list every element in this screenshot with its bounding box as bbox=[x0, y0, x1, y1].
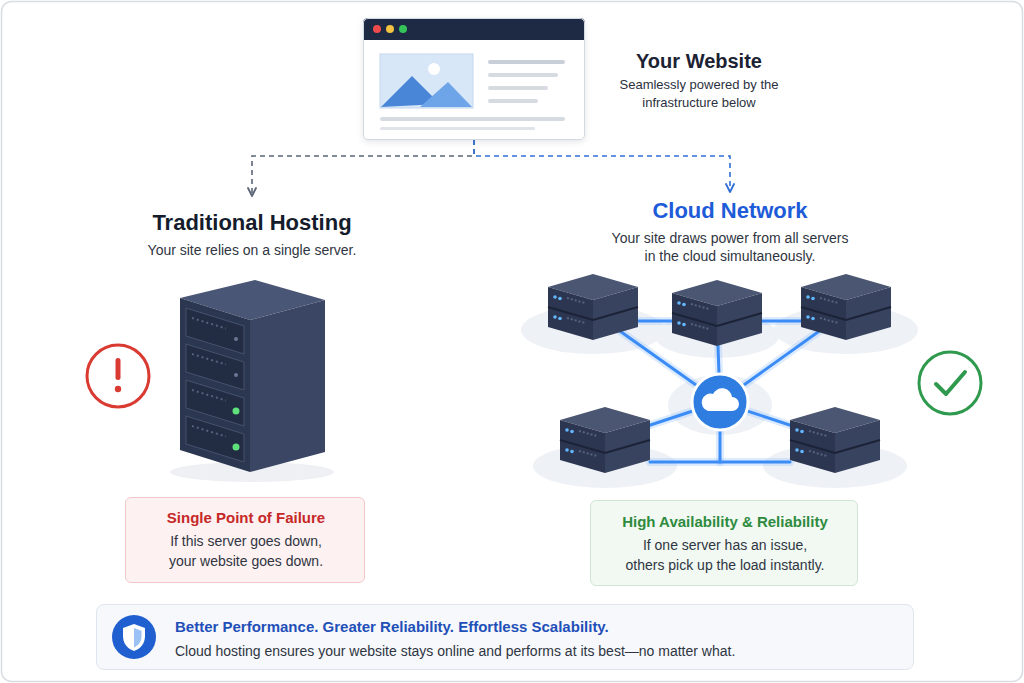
text-line bbox=[380, 127, 535, 130]
link-glow bbox=[605, 402, 720, 440]
cloud-icon bbox=[702, 388, 739, 411]
image-mountain bbox=[381, 76, 440, 107]
link-glow bbox=[593, 312, 846, 462]
network-link bbox=[720, 402, 835, 440]
banner-heading: Better Performance. Greater Reliability.… bbox=[175, 617, 895, 637]
cloud-server bbox=[548, 274, 638, 340]
link-glow bbox=[716, 430, 724, 462]
link-glow bbox=[593, 312, 720, 402]
browser-window: Your WebsiteSeamlessly powered by the in… bbox=[363, 18, 585, 140]
window-dot bbox=[386, 25, 394, 33]
cloud-puff bbox=[763, 444, 907, 488]
status-led bbox=[233, 444, 240, 451]
summary-banner: Better Performance. Greater Reliability.… bbox=[96, 604, 914, 670]
bay-vent bbox=[192, 426, 226, 437]
bay-vent bbox=[192, 318, 226, 329]
box-body: If one server has an issue, others pick … bbox=[623, 535, 827, 575]
cloud-puff bbox=[668, 375, 772, 435]
network-link bbox=[650, 461, 790, 464]
cloud-hub bbox=[692, 374, 748, 430]
shield-badge bbox=[112, 615, 156, 659]
box-body: If this server goes down, your website g… bbox=[161, 531, 331, 571]
warning-mark bbox=[115, 386, 121, 392]
panel-heading: Cloud Network bbox=[540, 198, 920, 224]
cloud-server bbox=[672, 280, 762, 346]
check-icon bbox=[919, 352, 981, 414]
drive-bay bbox=[186, 416, 244, 462]
link-glow bbox=[638, 317, 672, 325]
link-glow bbox=[717, 318, 720, 402]
link-glow bbox=[720, 402, 835, 440]
text-line bbox=[488, 60, 565, 64]
network-link bbox=[719, 430, 722, 462]
shield-shade bbox=[134, 628, 142, 648]
image-mountain bbox=[420, 82, 472, 107]
text-line bbox=[380, 117, 565, 121]
network-links bbox=[593, 312, 846, 462]
cloud-server bbox=[560, 407, 650, 473]
tower-front bbox=[180, 298, 250, 472]
text-line bbox=[488, 99, 538, 103]
cloud-server bbox=[790, 407, 880, 473]
bay-led bbox=[234, 337, 238, 341]
cloud-puff bbox=[655, 314, 779, 358]
image-sun bbox=[428, 63, 440, 75]
network-link bbox=[717, 318, 720, 402]
drive-bay bbox=[186, 308, 244, 354]
window-titlebar bbox=[363, 18, 585, 40]
window-body bbox=[363, 18, 585, 140]
shield-icon bbox=[123, 624, 145, 651]
panel-heading: Traditional Hosting bbox=[122, 210, 382, 236]
tower-top bbox=[180, 280, 325, 320]
panel-caption: Your site relies on a single server. bbox=[122, 241, 382, 259]
cloud-puff bbox=[521, 306, 665, 354]
server-shadow bbox=[170, 462, 334, 482]
image-placeholder bbox=[380, 54, 473, 108]
hosting-panel: Traditional HostingYour site relies on a… bbox=[122, 196, 382, 480]
cloud-puff bbox=[774, 306, 918, 354]
link-glow bbox=[720, 312, 846, 402]
dashed-arrow bbox=[474, 140, 730, 192]
cloud-puff bbox=[533, 444, 677, 488]
drive-bay bbox=[186, 344, 244, 390]
bay-vent bbox=[192, 354, 226, 365]
text-line bbox=[488, 73, 558, 77]
box-heading: High Availability & Reliability bbox=[591, 512, 859, 532]
panel-caption: Your site draws power from all servers i… bbox=[607, 229, 853, 265]
network-link bbox=[720, 312, 846, 402]
availability-box: High Availability & Reliability If one se… bbox=[590, 500, 858, 586]
network-link bbox=[593, 312, 720, 402]
link-glow bbox=[650, 458, 790, 466]
tower-side bbox=[250, 300, 325, 472]
check-mark bbox=[936, 372, 965, 394]
warning-mark bbox=[116, 358, 121, 380]
dashed-arrow bbox=[252, 140, 474, 196]
cloud-server bbox=[801, 274, 891, 340]
network-link bbox=[638, 320, 672, 323]
window-titlebar bbox=[363, 30, 585, 40]
window-dot bbox=[399, 25, 407, 33]
bay-led bbox=[234, 373, 238, 377]
bay-vent bbox=[192, 390, 226, 401]
node-caption: Seamlessly powered by the infrastructure… bbox=[604, 76, 794, 112]
window-dot bbox=[373, 25, 381, 33]
connectors bbox=[252, 140, 730, 196]
banner-body: Cloud hosting ensures your website stays… bbox=[175, 642, 895, 660]
link-glow bbox=[762, 317, 801, 325]
status-led bbox=[233, 408, 240, 415]
network-link bbox=[762, 320, 801, 323]
cloud-panel: Cloud NetworkYour site draws power from … bbox=[540, 192, 920, 492]
box-heading: Single Point of Failure bbox=[126, 508, 366, 528]
node-heading: Your Website bbox=[614, 49, 784, 73]
warning-icon bbox=[87, 345, 149, 407]
network-link bbox=[605, 402, 720, 440]
drive-bay bbox=[186, 380, 244, 426]
text-line bbox=[488, 86, 548, 90]
failure-box: Single Point of Failure If this server go… bbox=[125, 497, 365, 583]
